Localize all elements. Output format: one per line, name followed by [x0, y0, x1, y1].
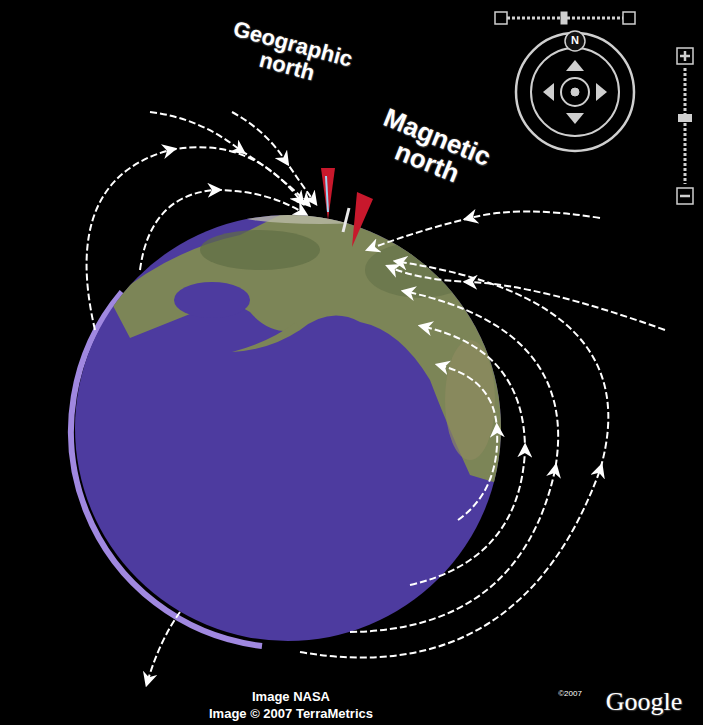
slider-end [495, 12, 507, 24]
field-line [300, 262, 608, 658]
joystick-center [571, 88, 579, 96]
continent [110, 205, 530, 490]
zoom-in-button [677, 48, 693, 64]
arrow-highlight [343, 208, 349, 232]
north-badge [565, 31, 585, 51]
pan-arrow [596, 83, 607, 101]
pan-arrow [566, 60, 584, 71]
slider-end [623, 12, 635, 24]
logo-text: Google [606, 688, 683, 715]
zoom-out-button [677, 188, 693, 204]
image-credit: Image NASA [252, 690, 330, 704]
field-line [150, 112, 306, 202]
field-line [87, 147, 300, 330]
navigation-controls [495, 12, 693, 204]
field-lines [87, 112, 665, 680]
pole-label: Geographic north [212, 13, 369, 96]
pole-arrows [321, 168, 373, 247]
field-line [442, 366, 497, 520]
minus-sign [680, 195, 690, 198]
tundra [200, 230, 320, 270]
image-credit: Image © 2007 TerraMetrics [209, 707, 373, 721]
field-line [232, 112, 313, 200]
field-line [392, 268, 665, 330]
mountains [445, 340, 495, 460]
pole-label: Magnetic north [343, 93, 521, 207]
zoom-slider [684, 68, 687, 184]
geographic-north-arrow [321, 168, 335, 220]
slider-knob [561, 12, 567, 24]
field-line [410, 327, 525, 585]
field-line [372, 212, 600, 249]
land [110, 200, 530, 490]
field-line [140, 190, 302, 270]
field-line [148, 612, 180, 680]
bering-sea [174, 282, 250, 318]
arctic-ice [230, 200, 410, 224]
field-line [350, 292, 558, 632]
copyright-note: ©2007 [558, 690, 582, 698]
magnetic-north-arrow [352, 192, 373, 247]
pan-arrow [566, 113, 584, 124]
forest [365, 242, 475, 298]
joystick [561, 78, 589, 106]
compass-ring [531, 48, 619, 136]
compass-letter: N [571, 35, 579, 47]
axis-mark [326, 176, 328, 212]
plus-sign [684, 51, 687, 61]
peninsula [232, 322, 300, 352]
zoom-knob [678, 114, 692, 122]
pan-arrow [543, 83, 554, 101]
